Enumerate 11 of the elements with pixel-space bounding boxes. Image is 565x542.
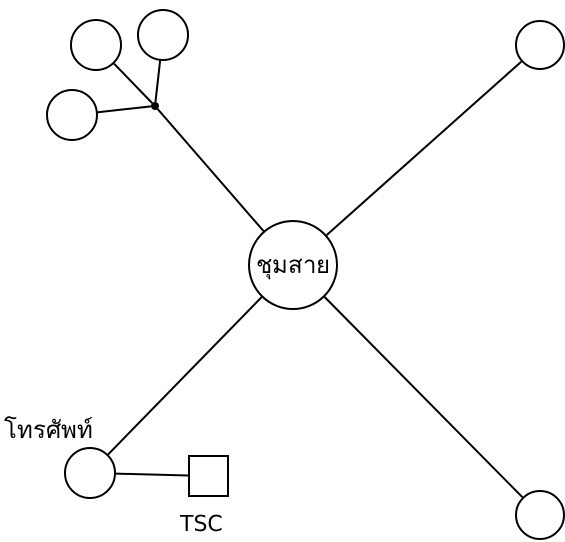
- connector-line: [113, 63, 153, 104]
- connector-line: [116, 472, 188, 476]
- node-label: ชุมสาย: [256, 253, 330, 277]
- connector-line: [98, 105, 152, 114]
- node-caption: TSC: [180, 514, 223, 536]
- connector-line: [154, 60, 162, 102]
- connector-line: [326, 60, 522, 236]
- connector-line: [107, 296, 262, 456]
- connector-line: [156, 108, 264, 232]
- connector-line: [324, 296, 524, 498]
- node-caption: โทรศัพท์: [4, 418, 93, 442]
